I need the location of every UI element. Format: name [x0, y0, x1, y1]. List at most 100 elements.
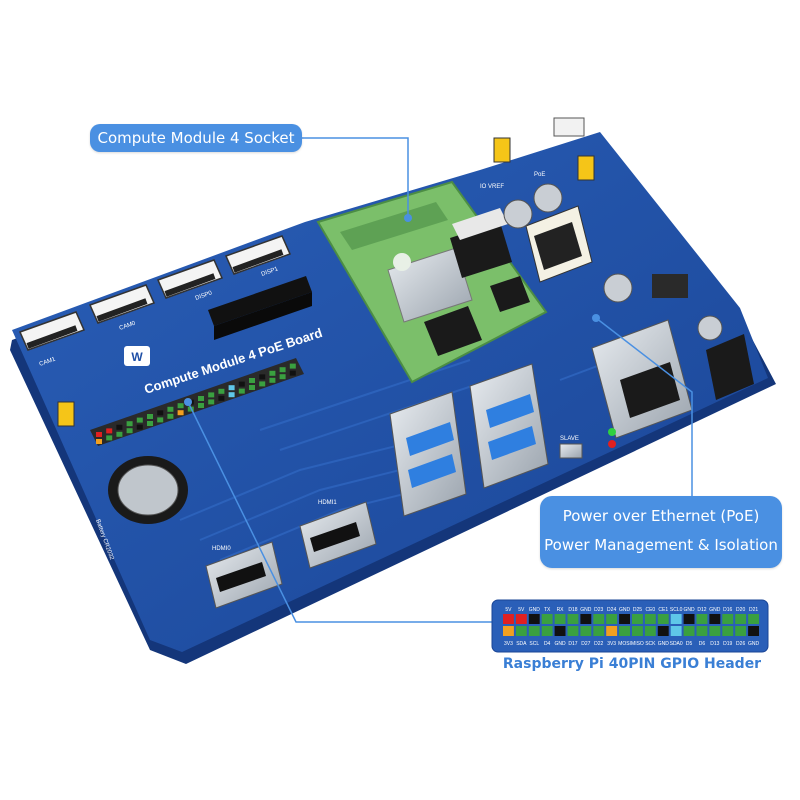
board-gpio-pin	[136, 424, 143, 430]
gpio-top-pin	[696, 614, 708, 624]
board-gpio-pin	[218, 388, 225, 394]
gpio-top-pin	[683, 614, 695, 624]
board-gpio-pin	[116, 431, 123, 437]
board-gpio-pin	[157, 417, 164, 423]
board-gpio-pin	[136, 417, 143, 423]
gpio-bottom-label: 3V3	[607, 641, 616, 647]
poe-jumper-label: PoE	[534, 172, 545, 178]
gpio-bottom-label: D13	[710, 641, 719, 647]
board-gpio-pin	[279, 367, 286, 373]
gpio-bottom-label: SDA	[516, 641, 527, 647]
gpio-bottom-pin	[735, 626, 747, 636]
hdmi1-port	[299, 501, 377, 569]
gpio-bottom-pin	[632, 626, 643, 636]
gpio-bottom-label: D19	[723, 641, 732, 647]
battery-holder	[108, 456, 188, 524]
board-gpio-pin	[279, 374, 286, 380]
cm4-socket-callout: Compute Module 4 Socket	[90, 124, 302, 152]
gpio-top-pin	[580, 614, 592, 624]
gpio-bottom-label: D5	[686, 641, 693, 647]
gpio-top-label: D12	[697, 607, 706, 613]
gpio-bottom-pin	[580, 626, 592, 636]
gpio-bottom-label: D27	[581, 641, 590, 647]
board-gpio-pin	[289, 363, 296, 369]
gpio-top-label: GND	[619, 607, 631, 613]
callout-dots	[184, 214, 600, 406]
board-gpio-pin	[167, 413, 174, 419]
gpio-bottom-pin	[567, 626, 579, 636]
jumper-top	[493, 137, 511, 163]
gpio-bottom-pin	[528, 626, 540, 636]
gpio-bottom-pin	[748, 626, 759, 636]
board-gpio-pin	[218, 395, 225, 401]
gpio-bottom-pin	[503, 626, 514, 636]
gpio-bottom-label: GND	[748, 641, 760, 647]
gpio-top-label: D25	[633, 607, 642, 613]
gpio-bottom-pin	[709, 626, 721, 636]
gpio-bottom-label: D26	[736, 641, 745, 647]
gpio-bottom-pin	[644, 626, 656, 636]
gpio-bottom-pin	[722, 626, 734, 636]
gpio-bottom-label: D17	[568, 641, 577, 647]
gpio-top-pin	[619, 614, 630, 624]
board-gpio-pin	[157, 410, 164, 416]
gpio-top-pin	[528, 614, 540, 624]
gpio-header-caption: Raspberry Pi 40PIN GPIO Header	[502, 656, 762, 672]
disp1-label: DISP1	[261, 266, 280, 278]
board-gpio-pin	[106, 428, 113, 434]
board-gpio-pin	[96, 432, 102, 437]
gpio-bottom-label: GND	[554, 641, 566, 647]
board-gpio-pin	[198, 403, 204, 408]
gpio-bottom-label: SCL	[529, 641, 539, 647]
board-gpio-pin	[228, 385, 235, 391]
capacitors	[503, 183, 723, 341]
gpio-bottom-pin	[657, 626, 669, 636]
gpio-top-pin	[722, 614, 734, 624]
board-gpio-pin	[208, 392, 215, 398]
poe-callout-line1: Power over Ethernet (PoE)	[562, 507, 760, 525]
gpio-top-pin	[541, 614, 553, 624]
poe-callout-line2: Power Management & Isolation	[544, 536, 778, 554]
gpio-bottom-label: D4	[544, 641, 551, 647]
gpio-top-label: D21	[749, 607, 758, 613]
gpio-top-label: GND	[709, 607, 721, 613]
gpio-top-pin	[503, 614, 514, 624]
hdmi0-label: HDMI0	[212, 546, 231, 552]
fan-connector	[553, 117, 585, 137]
gpio-top-label: TX	[544, 607, 551, 613]
gpio-top-label: D20	[736, 607, 745, 613]
jumper-left	[57, 401, 75, 427]
gpio-top-pin	[657, 614, 669, 624]
gpio-top-pin	[670, 614, 682, 624]
svg-text:W: W	[131, 350, 143, 364]
gpio-bottom-pin	[619, 626, 630, 636]
board-gpio-pin	[126, 421, 133, 427]
hdmi0-port	[205, 541, 283, 609]
board-gpio-pin	[147, 414, 153, 419]
gpio-bottom-pin	[554, 626, 566, 636]
board-gpio-pin	[259, 381, 266, 387]
board-gpio-pin	[167, 406, 174, 412]
gpio-top-pin	[709, 614, 721, 624]
gpio-top-label: CE1	[658, 607, 668, 613]
cm4-socket-callout-text: Compute Module 4 Socket	[97, 129, 295, 147]
gpio-bottom-pin	[696, 626, 708, 636]
gpio-top-label: GND	[580, 607, 592, 613]
gpio-bottom-label: 3V3	[504, 641, 513, 647]
board-gpio-pin	[177, 410, 184, 416]
board-gpio-pin	[259, 374, 266, 380]
pin-header-block	[208, 276, 312, 340]
board-gpio-pin	[269, 370, 276, 376]
gpio-bottom-label: D6	[699, 641, 706, 647]
gpio-bottom-pin	[541, 626, 553, 636]
gpio-top-label: 5V	[518, 607, 525, 613]
board-gpio-pin	[238, 388, 245, 394]
hdmi1-label: HDMI1	[318, 500, 337, 506]
gpio-bottom-pin	[593, 626, 605, 636]
jumper-top-2	[577, 155, 595, 181]
gpio-bottom-label: MISO	[631, 641, 644, 647]
board-gpio-pin	[289, 370, 296, 376]
gpio-bottom-label: MOSI	[618, 641, 631, 647]
dc-jack	[706, 334, 754, 400]
